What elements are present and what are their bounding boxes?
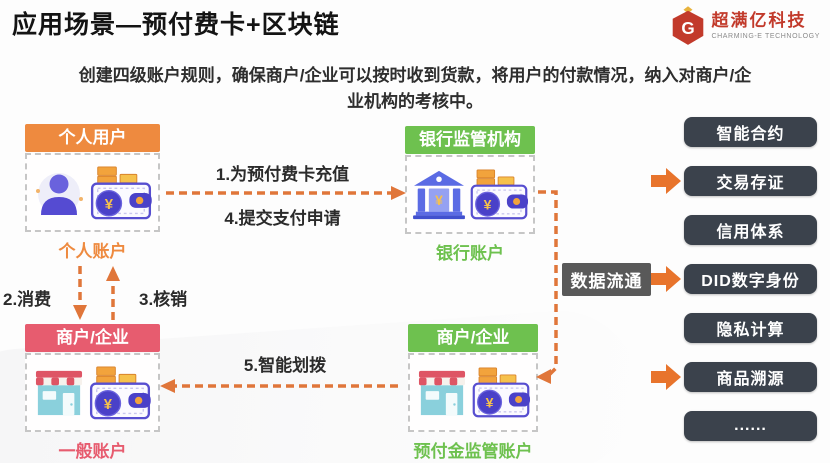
feature-pill-goods-trace: 商品溯源 bbox=[684, 362, 817, 392]
node-header: 个人用户 bbox=[25, 124, 160, 152]
logo-mark-icon: G bbox=[673, 6, 704, 45]
slide-subtitle: 创建四级账户规则，确保商户/企业可以按时收到货款，将用户的付款情况，纳入对商户/… bbox=[33, 63, 797, 114]
block-arrow-icon bbox=[651, 266, 681, 292]
subtitle-line-1: 创建四级账户规则，确保商户/企业可以按时收到货款，将用户的付款情况，纳入对商户/… bbox=[78, 66, 752, 85]
node-merchant-custody: 商户/企业 预付金监管账户 bbox=[408, 324, 538, 462]
feature-pill-credit-system: 信用体系 bbox=[684, 215, 817, 245]
data-flow-badge: 数据流通 bbox=[562, 263, 651, 296]
feature-pill-privacy-compute: 隐私计算 bbox=[684, 313, 817, 343]
feature-pill-tx-evidence: 交易存证 bbox=[684, 166, 817, 196]
node-body bbox=[25, 353, 160, 432]
node-body bbox=[405, 155, 535, 234]
wallet-icon bbox=[472, 367, 530, 418]
node-header: 商户/企业 bbox=[25, 324, 160, 352]
node-account-label: 预付金监管账户 bbox=[413, 442, 533, 461]
logo-tagline: CHARMING-E TECHNOLOGY bbox=[711, 32, 820, 40]
flow-step-2: 2.消费 bbox=[3, 290, 52, 309]
page-title: 应用场景—预付费卡+区块链 bbox=[12, 11, 340, 39]
wallet-icon bbox=[89, 366, 151, 420]
logo-company-name: 超满亿科技 bbox=[711, 10, 807, 30]
feature-pill-more: ...... bbox=[684, 411, 817, 441]
flow-step-3: 3.核销 bbox=[139, 290, 188, 309]
node-header: 银行监管机构 bbox=[405, 126, 535, 154]
wallet-icon bbox=[470, 169, 528, 220]
node-body bbox=[25, 153, 160, 232]
feature-pill-smart-contract: 智能合约 bbox=[684, 117, 817, 147]
node-merchant-general: 商户/企业 一般账户 bbox=[25, 324, 160, 462]
node-account-label: 个人账户 bbox=[58, 242, 127, 261]
flow-step-4: 4.提交支付申请 bbox=[224, 209, 341, 228]
feature-pill-did-identity: DID数字身份 bbox=[684, 264, 817, 294]
block-arrow-icon bbox=[651, 168, 681, 194]
person-icon bbox=[33, 169, 85, 217]
store-icon bbox=[34, 369, 84, 417]
arrowhead-right-icon bbox=[391, 186, 406, 200]
node-body bbox=[408, 353, 538, 432]
arrowhead-down-icon bbox=[73, 305, 87, 320]
subtitle-line-2: 业机构的考核中。 bbox=[346, 91, 483, 111]
node-account-label: 银行账户 bbox=[436, 244, 504, 263]
store-icon bbox=[417, 369, 467, 417]
node-personal-user: 个人用户 个人账户 bbox=[25, 124, 160, 262]
svg-text:G: G bbox=[682, 19, 695, 38]
company-logo: G 超满亿科技 CHARMING-E TECHNOLOGY bbox=[670, 6, 820, 46]
flow-step-5: 5.智能划拨 bbox=[243, 356, 327, 375]
arrowhead-up-icon bbox=[106, 266, 120, 281]
node-header: 商户/企业 bbox=[408, 324, 538, 352]
flow-step-1: 1.为预付费卡充值 bbox=[215, 165, 350, 184]
wallet-icon bbox=[90, 166, 152, 220]
node-account-label: 一般账户 bbox=[58, 442, 127, 461]
bank-icon bbox=[413, 170, 465, 220]
block-arrow-icon bbox=[651, 364, 681, 390]
node-bank-regulator: 银行监管机构 银行账户 bbox=[405, 126, 535, 264]
